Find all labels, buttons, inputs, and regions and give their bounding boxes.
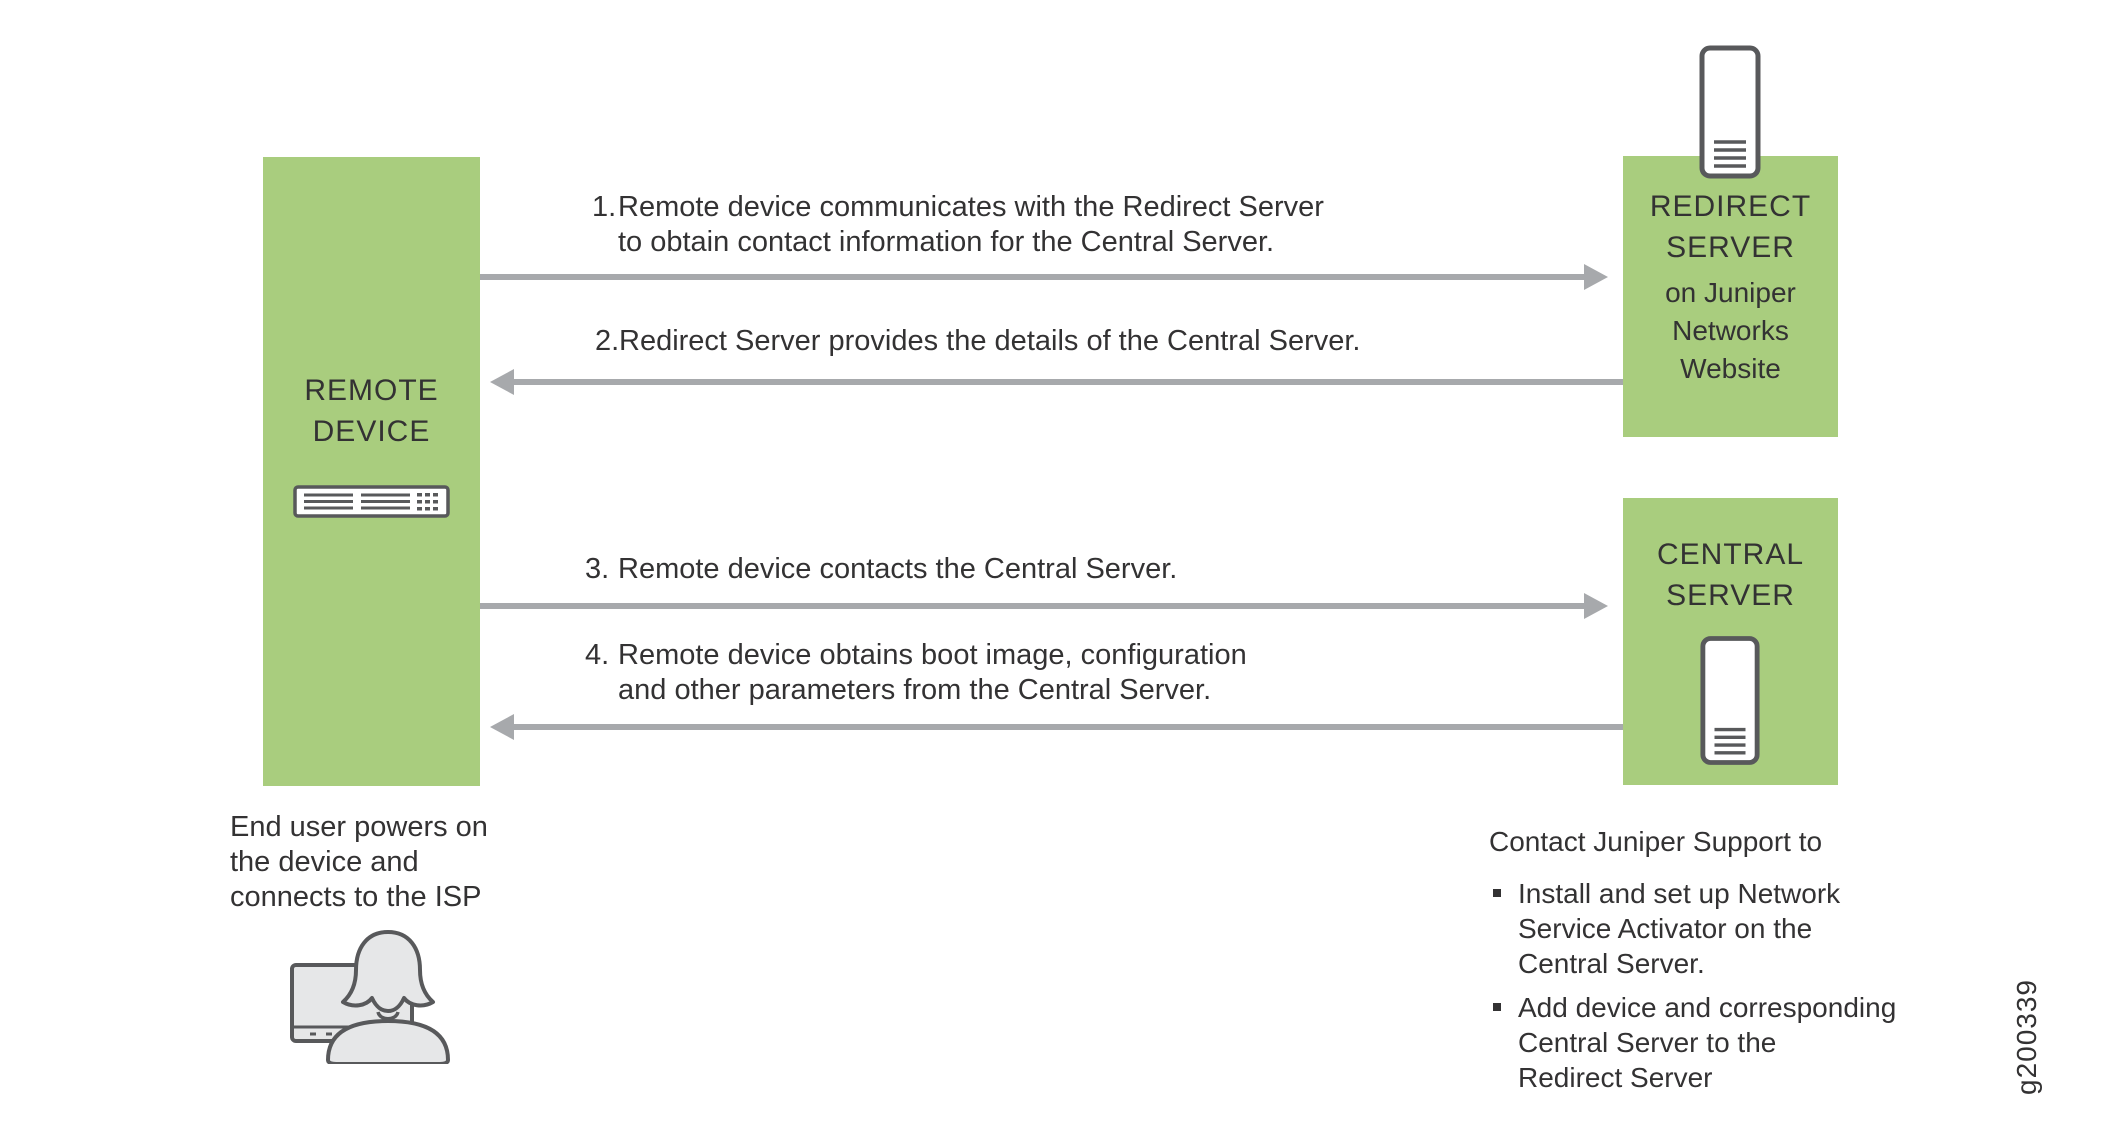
step-4-lines: Remote device obtains boot image, config… [618,638,1247,708]
step-3-line1: Remote device contacts the Central Serve… [618,553,1178,585]
step-1-line1: Remote device communicates with the Redi… [618,191,1324,223]
support-bullet-2-text: Add device and corresponding Central Ser… [1518,990,1896,1095]
support-bullet-2-line1: Add device and corresponding [1518,992,1897,1023]
step-4-number: 4. [585,639,610,671]
support-note-title: Contact Juniper Support to [1489,826,1823,857]
arrow-head-left-icon [490,714,514,740]
redirect-server-box: REDIRECT SERVER on Juniper Networks Webs… [1623,156,1838,437]
redirect-sub-line1: on Juniper [1665,277,1796,308]
step-4-line2: and other parameters from the Central Se… [618,674,1212,706]
redirect-sub-line2: Networks [1672,315,1789,346]
redirect-server-sublabel: on Juniper Networks Website [1623,274,1838,388]
arrow-shaft [510,724,1623,730]
step-2-text: 2. Redirect Server provides the details … [595,324,1360,359]
support-bullet-1-line3: Central Server. [1518,948,1705,979]
end-user-note: End user powers on the device and connec… [230,810,488,915]
support-bullet-1: Install and set up Network Service Activ… [1489,876,2009,981]
bullet-dot-icon [1493,889,1501,897]
arrow-head-right-icon [1584,593,1608,619]
remote-device-label-line1: REMOTE [304,374,439,407]
arrow-shaft [510,379,1623,385]
step-1-text: 1. Remote device communicates with the R… [592,190,1324,260]
support-bullet-2: Add device and corresponding Central Ser… [1489,990,2009,1095]
central-server-label: CENTRAL SERVER [1623,534,1838,616]
step-4-text: 4. Remote device obtains boot image, con… [585,638,1247,708]
redirect-server-label-line1: REDIRECT [1649,190,1812,223]
step-3-number: 3. [585,553,610,585]
arrow-shaft [480,274,1588,280]
support-bullet-2-line3: Redirect Server [1518,1062,1713,1093]
remote-device-label: REMOTE DEVICE [263,370,480,452]
step-3-lines: Remote device contacts the Central Serve… [618,552,1177,587]
server-tower-icon [1700,636,1760,765]
network-switch-icon [293,485,450,518]
end-user-note-line3: connects to the ISP [230,881,482,913]
support-bullet-1-line1: Install and set up Network [1518,878,1841,909]
arrow-step1-right [480,264,1608,290]
step-1-number: 1. [592,191,617,223]
bullet-dot-icon [1493,1003,1501,1011]
arrow-step2-left [490,369,1623,395]
central-server-label-line1: CENTRAL [1656,538,1805,571]
support-note: Contact Juniper Support to Install and s… [1489,824,2009,1104]
remote-device-box: REMOTE DEVICE [263,157,480,786]
support-bullet-2-line2: Central Server to the [1518,1027,1777,1058]
server-tower-icon [1699,45,1761,179]
end-user-note-line2: the device and [230,846,419,878]
end-user-at-computer-icon [290,930,450,1064]
step-1-lines: Remote device communicates with the Redi… [618,190,1324,260]
support-bullet-1-text: Install and set up Network Service Activ… [1518,876,1840,981]
arrow-head-right-icon [1584,264,1608,290]
step-4-line1: Remote device obtains boot image, config… [618,639,1247,671]
figure-id-label: g200339 [2011,978,2042,1095]
end-user-note-line1: End user powers on [230,811,488,843]
step-2-line1: Redirect Server provides the details of … [619,325,1361,357]
step-3-text: 3. Remote device contacts the Central Se… [585,552,1177,587]
redirect-sub-line3: Website [1680,353,1781,384]
support-bullet-1-line2: Service Activator on the [1518,913,1813,944]
step-2-number: 2. [595,325,620,357]
arrow-head-left-icon [490,369,514,395]
arrow-step3-right [480,593,1608,619]
central-server-label-line2: SERVER [1666,579,1795,612]
arrow-shaft [480,603,1588,609]
arrow-step4-left [490,714,1623,740]
remote-device-label-line2: DEVICE [312,415,431,448]
redirect-server-label: REDIRECT SERVER [1623,186,1838,268]
step-2-lines: Redirect Server provides the details of … [619,324,1360,359]
step-1-line2: to obtain contact information for the Ce… [618,226,1275,258]
redirect-server-label-line2: SERVER [1666,231,1795,264]
